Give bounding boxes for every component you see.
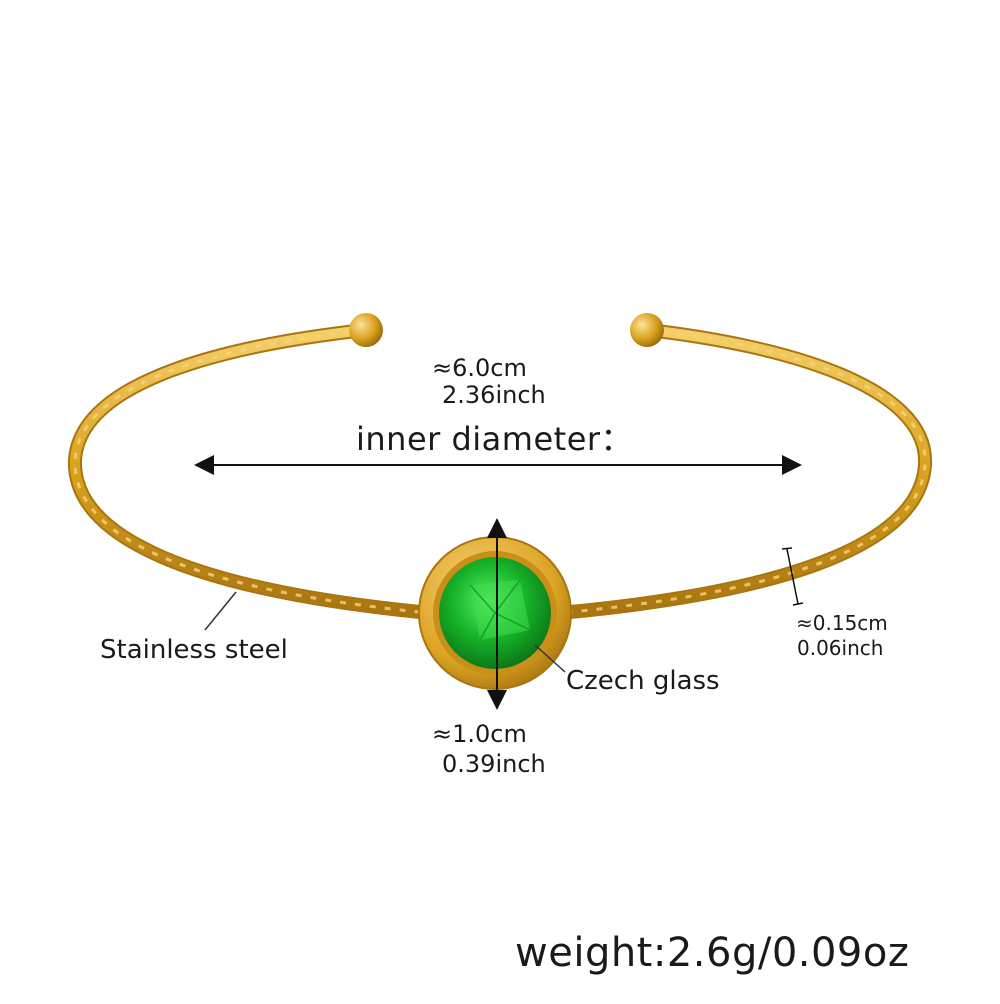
bracelet-wire-left [67, 323, 427, 619]
wire-inch: 0.06inch [797, 636, 884, 660]
inner-diameter-inch: 2.36inch [442, 381, 546, 409]
material-leader-line [204, 591, 237, 631]
wire-thickness-marker [781, 547, 804, 606]
material-label: Stainless steel [100, 635, 288, 665]
stone-label: Czech glass [566, 666, 720, 696]
bracelet-wire-right [563, 323, 933, 619]
inner-diameter-label: inner diameter： [356, 420, 634, 458]
bracelet-end-ball-left [349, 313, 383, 347]
weight-label: weight:2.6g/0.09oz [515, 930, 910, 976]
stone-inch: 0.39inch [442, 750, 546, 778]
inner-diameter-cm: ≈6.0cm [432, 354, 527, 382]
wire-cm: ≈0.15cm [796, 611, 888, 635]
bracelet-end-ball-right [630, 313, 664, 347]
stone-leader-line [534, 644, 566, 673]
stone-cm: ≈1.0cm [432, 720, 527, 748]
